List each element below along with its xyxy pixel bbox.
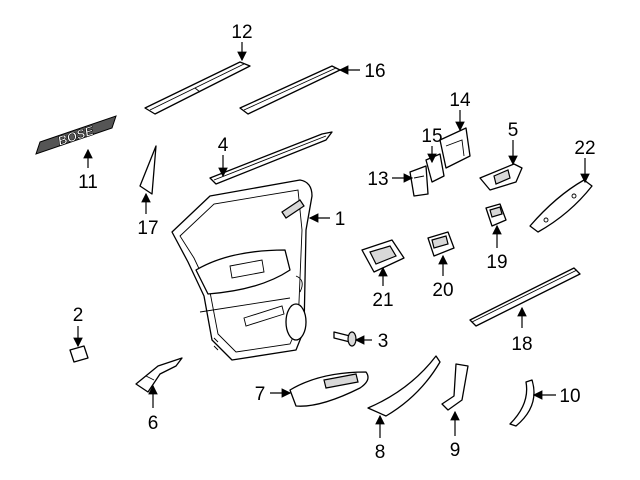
callout-6: 6	[148, 413, 159, 434]
part-12-belt-molding	[144, 61, 251, 115]
callout-19: 19	[486, 252, 507, 273]
callout-15: 15	[421, 126, 442, 147]
part-7-switch-panel	[289, 371, 369, 407]
part-8-armrest-trim	[367, 355, 441, 417]
callout-2: 2	[73, 305, 84, 326]
part-3-screw	[333, 331, 357, 347]
part-19-switch	[485, 203, 507, 227]
part-15-bracket	[425, 153, 445, 183]
part-4-trim-strip	[209, 131, 333, 185]
part-6-bracket	[135, 357, 183, 393]
part-14-bracket	[439, 127, 471, 169]
callout-1: 1	[335, 209, 346, 230]
callout-22: 22	[574, 138, 595, 159]
callout-4: 4	[218, 135, 229, 156]
part-18-sill-strip	[469, 267, 581, 327]
callout-3: 3	[378, 331, 389, 352]
part-16-weatherstrip	[239, 65, 341, 115]
part-10-cover	[509, 379, 535, 427]
callout-8: 8	[375, 442, 386, 463]
callout-14: 14	[449, 90, 471, 111]
part-1-door-trim-panel	[171, 179, 313, 361]
leader-lines	[73, 42, 590, 438]
callout-16: 16	[364, 61, 385, 82]
part-9-grip	[441, 363, 469, 411]
callout-20: 20	[432, 280, 453, 301]
part-17-corner-trim	[139, 145, 157, 195]
part-5-handle-bracket	[479, 163, 523, 191]
part-11-emblem: BOSE	[35, 115, 117, 155]
callout-11: 11	[78, 172, 98, 193]
part-2-clip	[69, 345, 89, 363]
callout-9: 9	[450, 440, 461, 461]
callouts: 12 16 11 17 4 1 13 15 14 5 22 19 21 20 2…	[73, 22, 596, 463]
bose-logo-text: BOSE	[56, 123, 96, 149]
callout-13: 13	[367, 169, 388, 190]
part-20-switch	[427, 231, 455, 257]
part-21-switch-bezel	[361, 239, 405, 273]
callout-18: 18	[511, 334, 532, 355]
part-22-pull-handle	[529, 179, 593, 233]
part-13-bracket	[409, 165, 429, 197]
callout-12: 12	[231, 22, 252, 43]
callout-7: 7	[255, 384, 266, 405]
callout-21: 21	[372, 290, 393, 311]
callout-5: 5	[508, 120, 519, 141]
callout-10: 10	[559, 386, 580, 407]
callout-17: 17	[137, 218, 158, 239]
